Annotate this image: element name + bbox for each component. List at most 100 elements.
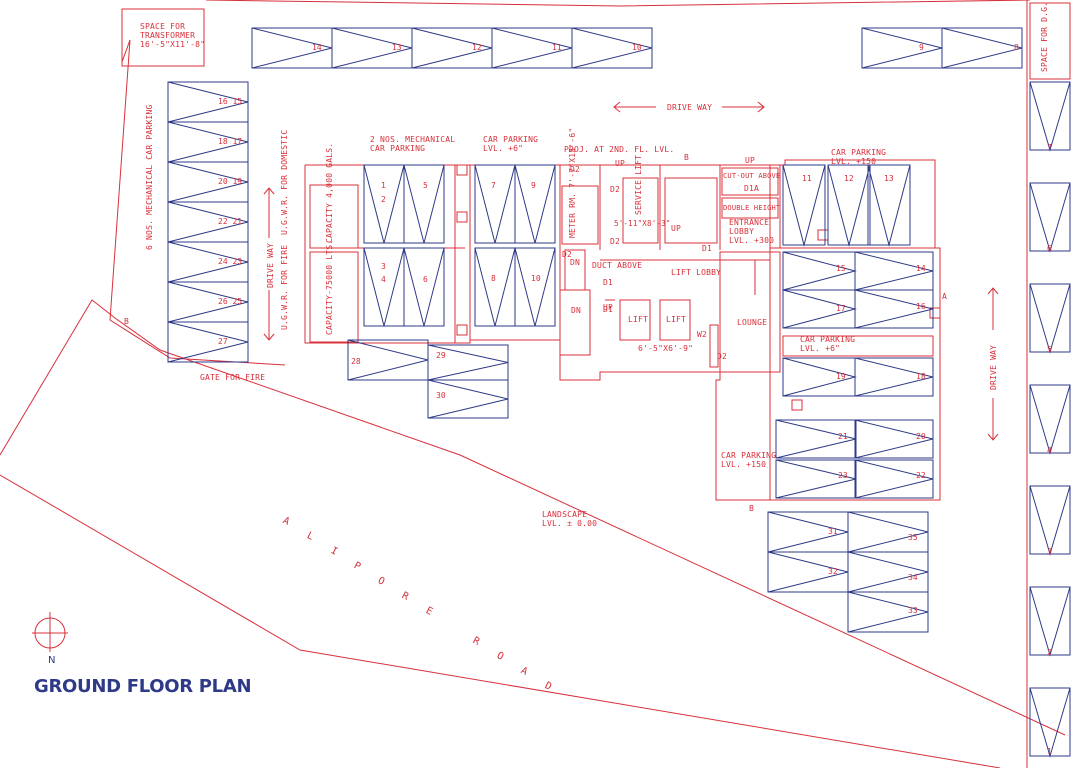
bay-number: 1 xyxy=(1047,747,1052,756)
lift-lobby-label: LIFT LOBBY xyxy=(671,268,722,277)
bay-number: 2 xyxy=(1047,648,1052,657)
bay-number: 6 xyxy=(423,275,428,284)
duct-label: DUCT ABOVE xyxy=(592,261,643,270)
bay-number: 24 23 xyxy=(218,257,243,266)
bay-number: 20 19 xyxy=(218,177,243,186)
bay-number: 26 25 xyxy=(218,297,243,306)
drive-way-right: DRIVE WAY xyxy=(989,344,998,390)
bay-number: 5 xyxy=(423,181,428,190)
bay-number: 20 xyxy=(916,432,926,441)
bay-number: 11 xyxy=(552,43,562,52)
bay-number: 17 xyxy=(836,304,846,313)
lift-label-1: LIFT xyxy=(628,315,649,324)
north-arrow xyxy=(32,612,68,652)
parking-bay xyxy=(854,357,934,397)
parking-bay xyxy=(571,27,653,69)
bay-number: 18 xyxy=(916,372,926,381)
up-label-4: UP xyxy=(603,303,614,312)
parking-bay xyxy=(474,247,516,327)
bay-number: 22 xyxy=(916,471,926,480)
parking-bay xyxy=(847,551,929,593)
bay-number: 16 xyxy=(916,302,926,311)
transformer-box xyxy=(121,8,205,67)
drive-way-top: DRIVE WAY xyxy=(667,103,713,112)
bay-number: 12 xyxy=(844,174,854,183)
section-a-right: A xyxy=(942,292,948,301)
parking-bay xyxy=(827,164,871,247)
parking-bay xyxy=(854,419,934,459)
gate-label: GATE FOR FIRE xyxy=(200,373,266,382)
parking-bay xyxy=(167,321,249,363)
bay-number: 11 xyxy=(802,174,812,183)
parking-bay xyxy=(1029,283,1071,354)
parking-bay xyxy=(847,591,929,633)
bay-number: 9 xyxy=(531,181,536,190)
bay-number: 3 xyxy=(1047,547,1052,556)
mech-parking-left-label: 6 NOS. MECHANICAL CAR PARKING xyxy=(145,104,154,250)
section-b-top: B xyxy=(684,153,690,162)
bay-number: 3 xyxy=(381,262,386,271)
parking-bay xyxy=(867,164,911,247)
bay-number: 2 xyxy=(381,195,386,204)
up-label-3: UP xyxy=(671,224,682,233)
lift-label-2: LIFT xyxy=(666,315,687,324)
drive-way-left: DRIVE WAY xyxy=(266,242,275,288)
bay-number: 5 xyxy=(1047,345,1052,354)
parking-bay xyxy=(775,419,857,459)
parking-bay xyxy=(474,164,516,244)
bay-number: 14 xyxy=(312,43,322,52)
bay-number: 8 xyxy=(1014,43,1019,52)
up-label-2: UP xyxy=(745,156,756,165)
door-d1-a: D1 xyxy=(702,244,713,253)
door-d2-d: D2 xyxy=(562,250,573,259)
bay-number: 10 xyxy=(531,274,541,283)
bay-number: 28 xyxy=(351,357,361,366)
bay-number: 8 xyxy=(491,274,496,283)
bay-number: 7 xyxy=(1047,143,1052,152)
dg-box xyxy=(1029,2,1071,80)
parking-bay xyxy=(514,247,556,327)
door-d2-b: D2 xyxy=(610,185,621,194)
ugwr-fire-label: U.G.W.R. FOR FIRE xyxy=(280,244,289,330)
capacity-4000-label: CAPACITY 4,000 GALS. xyxy=(325,142,334,243)
parking-bay xyxy=(847,511,929,553)
bay-number: 23 xyxy=(838,471,848,480)
up-label-1: UP xyxy=(615,159,626,168)
ugwr-domestic-label: U.G.W.R. FOR DOMESTIC xyxy=(280,129,289,235)
door-d2-c: D2 xyxy=(610,237,621,246)
bay-number: 15 xyxy=(836,264,846,273)
lift-dim-label: 6'-5"X6'-9" xyxy=(638,344,694,353)
meter-room-label: METER RM. 7'-7"X15'-6" xyxy=(568,127,577,238)
lounge-label: LOUNGE xyxy=(737,318,768,327)
bay-number: 29 xyxy=(436,351,446,360)
parking-bay xyxy=(854,289,934,329)
cutout-label: CUT-OUT ABOVE xyxy=(723,172,781,180)
service-lift-dim: 5'-11"X8'-3" xyxy=(614,219,671,228)
bay-number: 10 xyxy=(632,43,642,52)
proj-label: PROJ. AT 2ND. FL. LVL. xyxy=(564,145,675,154)
door-d2-a: D2 xyxy=(570,165,581,174)
bay-number: 13 xyxy=(392,43,402,52)
parking-bay xyxy=(1029,81,1071,152)
bay-number: 35 xyxy=(908,533,918,542)
dn-label-1: DN xyxy=(570,258,581,267)
bay-number: 22 21 xyxy=(218,217,243,226)
dg-label: SPACE FOR D.G. 8'-3"X7'-1" xyxy=(1040,0,1049,72)
parking-bay xyxy=(775,459,857,499)
section-b-bottom: B xyxy=(749,504,755,513)
bay-number: 9 xyxy=(919,43,924,52)
site-boundary xyxy=(109,12,286,366)
bay-number: 18 17 xyxy=(218,137,243,146)
bay-number: 1 xyxy=(381,181,386,190)
parking-bay xyxy=(1029,687,1071,758)
bay-number: 4 xyxy=(1047,446,1052,455)
bay-number: 12 xyxy=(472,43,482,52)
parking-bay xyxy=(514,164,556,244)
section-b-left: B xyxy=(124,317,130,326)
bay-number: 7 xyxy=(491,181,496,190)
parking-bay xyxy=(427,379,509,419)
